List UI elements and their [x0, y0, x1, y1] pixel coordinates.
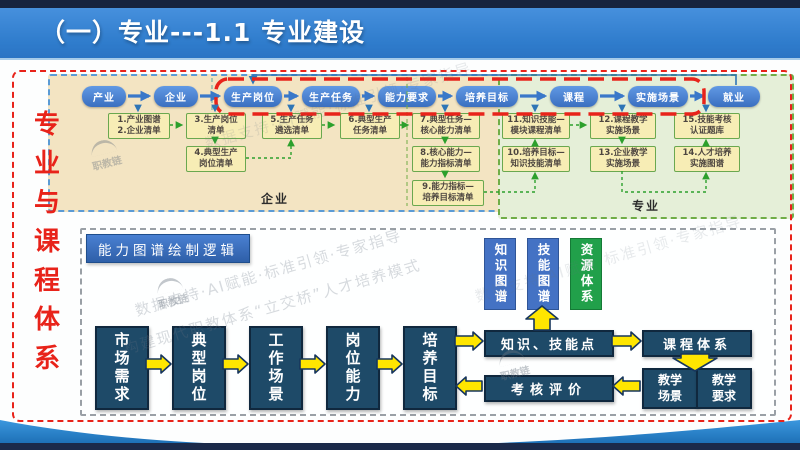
- stage-box-label: 岗位能力: [343, 332, 362, 404]
- list-box-4: 4.典型生产 岗位清单: [186, 146, 246, 172]
- stage-box-work-scene: 工作场景: [249, 326, 303, 410]
- list-box-12: 12.课程教学 实施场景: [590, 113, 656, 139]
- stage-box-label: 市场需求: [112, 332, 131, 404]
- list-box-11: 11.知识技能— 模块课程清单: [502, 113, 570, 139]
- map-box-resource-system: 资源体系: [570, 238, 602, 310]
- vertical-label-char: 系: [33, 344, 60, 374]
- map-box-skill-graph: 技能图谱: [527, 238, 559, 310]
- outer-dashed-border: [12, 70, 792, 422]
- pill-ability-requirement: 能力要求: [378, 86, 436, 107]
- list-box-13: 13.企业教学 实施场景: [590, 146, 656, 172]
- stage-box-post-ability: 岗位能力: [326, 326, 380, 410]
- list-box-1: 1.产业图谱 2.企业清单: [108, 113, 170, 139]
- teaching-requirement-box: 教学 要求: [696, 368, 752, 409]
- pill-implementation-scene: 实施场景: [628, 86, 688, 107]
- vertical-label-char: 业: [33, 149, 60, 179]
- map-box-knowledge-graph: 知识图谱: [484, 238, 516, 310]
- capability-map-logic-header: 能力图谱绘制逻辑: [86, 234, 250, 263]
- pill-production-task: 生产任务: [302, 86, 360, 107]
- map-box-label: 知识图谱: [492, 243, 508, 305]
- vertical-label-char: 与: [33, 188, 60, 218]
- list-box-14: 14.人才培养 实施图谱: [674, 146, 740, 172]
- map-box-label: 资源体系: [578, 243, 594, 305]
- list-box-15: 15.技能考核 认证题库: [674, 113, 740, 139]
- vertical-label-char: 体: [33, 305, 60, 335]
- course-system-box: 课程体系: [642, 330, 752, 357]
- teaching-scene-box: 教学 场景: [642, 368, 698, 409]
- pill-course: 课程: [550, 86, 598, 107]
- assessment-box: 考核评价: [484, 375, 614, 402]
- list-box-3: 3.生产岗位 清单: [186, 113, 246, 139]
- list-box-8: 8.核心能力— 能力指标清单: [412, 146, 480, 172]
- knowledge-skill-points-box: 知识、技能点: [484, 330, 614, 357]
- pill-production-post: 生产岗位: [224, 86, 282, 107]
- list-box-9: 9.能力指标— 培养目标清单: [412, 180, 484, 206]
- vertical-label-char: 专: [33, 110, 60, 140]
- stage-box-label: 典型岗位: [189, 332, 208, 404]
- stage-box-label: 工作场景: [266, 332, 285, 404]
- stage-box-label: 培养目标: [420, 332, 439, 404]
- pill-industry: 产业: [82, 86, 126, 107]
- vertical-label-char: 程: [33, 266, 60, 296]
- header-band: （一）专业---1.1 专业建设: [0, 8, 800, 60]
- pill-enterprise: 企业: [154, 86, 198, 107]
- vertical-section-label: 专 业 与 课 程 体 系: [30, 112, 64, 372]
- list-box-5: 5.生产任务 遴选清单: [262, 113, 322, 139]
- enterprise-panel-label: 企业: [260, 192, 289, 206]
- major-panel-label: 专业: [631, 199, 660, 213]
- vertical-label-char: 课: [33, 227, 60, 257]
- map-box-label: 技能图谱: [535, 243, 551, 305]
- list-box-6: 6.典型生产 任务清单: [340, 113, 400, 139]
- list-box-7: 7.典型任务— 核心能力清单: [412, 113, 480, 139]
- top-navy-strip: [0, 0, 800, 8]
- stage-box-training-goal: 培养目标: [403, 326, 457, 410]
- pill-training-goal: 培养目标: [456, 86, 518, 107]
- list-box-10: 10.培养目标— 知识技能清单: [502, 146, 570, 172]
- pill-employment: 就业: [708, 86, 760, 107]
- slide-title: （一）专业---1.1 专业建设: [40, 18, 366, 47]
- stage-box-typical-post: 典型岗位: [172, 326, 226, 410]
- stage-box-market-demand: 市场需求: [95, 326, 149, 410]
